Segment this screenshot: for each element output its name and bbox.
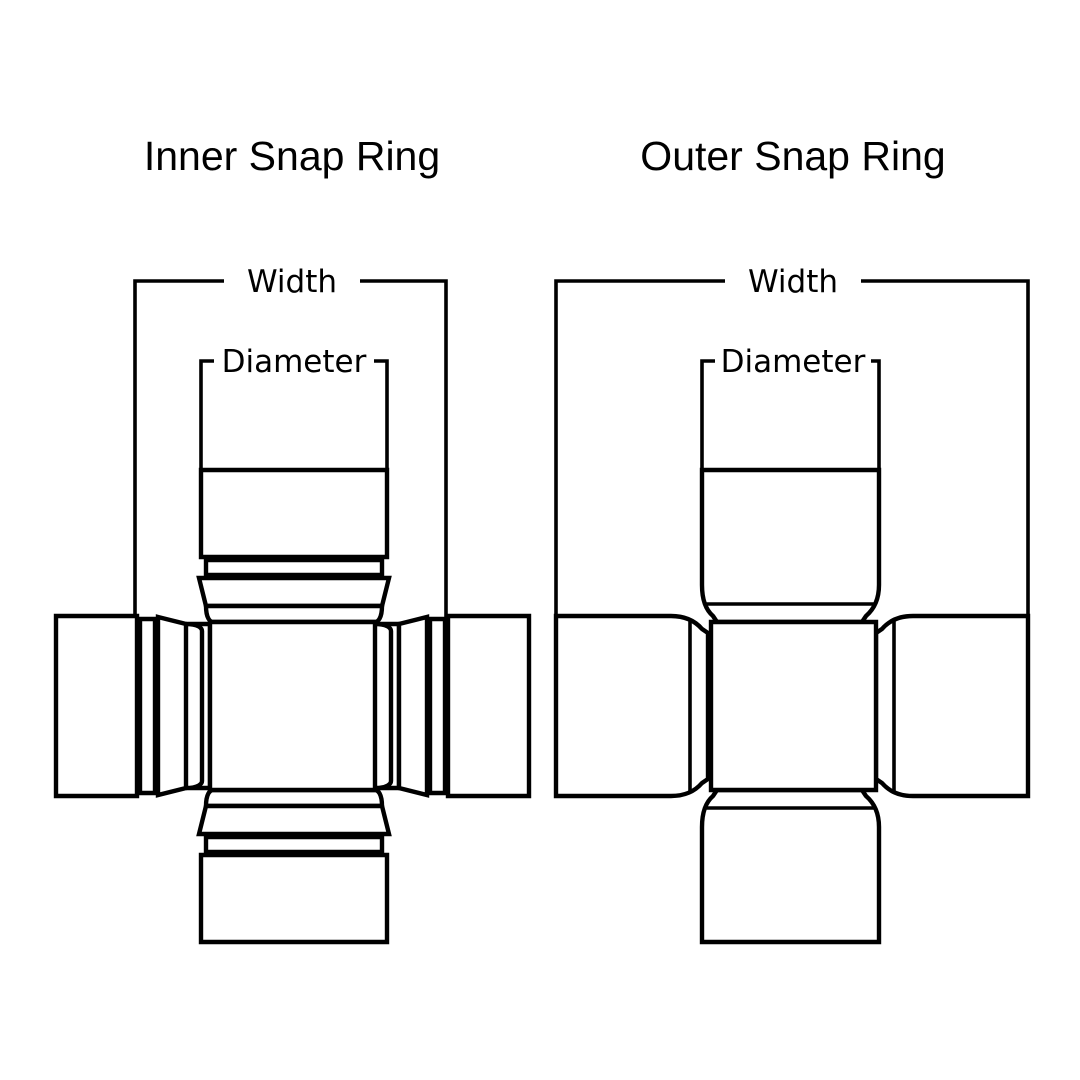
bearing-cap-bottom-inner: [198, 852, 390, 945]
right-arm-outer: [873, 613, 1031, 799]
bottom-arm-outer: [699, 787, 882, 945]
bearing-cap-left-inner: [53, 613, 140, 799]
trunnion-shoulder-bottom-inner: [196, 803, 392, 837]
top-arm-outer: [699, 467, 882, 625]
title-outer-snap-ring: Outer Snap Ring: [640, 133, 945, 179]
left-arm-outer: [553, 613, 711, 799]
snap-ring-groove-top-inner: [203, 557, 385, 578]
trunnion-seat-left-inner: [185, 621, 213, 791]
trunnion-shoulder-right-inner: [396, 614, 430, 798]
snap-ring-groove-right-inner: [427, 616, 448, 796]
title-inner-snap-ring: Inner Snap Ring: [144, 133, 440, 179]
trunnion-shoulder-left-inner: [155, 614, 189, 798]
right-arm-inner: [374, 613, 532, 799]
trunnion-seat-right-inner: [374, 621, 402, 791]
bearing-cap-right-inner: [445, 613, 532, 799]
bottom-arm-inner: [196, 787, 392, 945]
diameter-label-outer: Diameter: [721, 344, 866, 380]
top-arm-inner: [196, 467, 392, 625]
diameter-dimension-outer: Diameter: [700, 344, 881, 470]
trunnion-seat-bottom-inner: [203, 787, 385, 809]
diagram-inner-snap-ring: Inner Snap Ring Width Diameter: [53, 133, 532, 945]
left-arm-inner: [53, 613, 213, 799]
cross-body-outer: [708, 619, 879, 793]
bearing-cap-bottom-outer: [699, 787, 882, 945]
trunnion-shoulder-top-inner: [196, 575, 392, 609]
snap-ring-groove-left-inner: [137, 616, 158, 796]
trunnion-seat-top-inner: [203, 603, 385, 625]
bearing-cap-top-outer: [699, 467, 882, 625]
bearing-cap-left-outer: [553, 613, 711, 799]
cross-body-inner: [207, 619, 378, 793]
bearing-cap-top-inner: [198, 467, 390, 560]
width-label-inner: Width: [247, 264, 337, 300]
bearing-cap-right-outer: [873, 613, 1031, 799]
diameter-dimension-inner: Diameter: [199, 344, 389, 470]
diameter-label-inner: Diameter: [222, 344, 367, 380]
width-label-outer: Width: [748, 264, 838, 300]
width-dimension-inner: Width: [133, 264, 448, 617]
diagram-outer-snap-ring: Outer Snap Ring Width Diameter: [553, 133, 1031, 945]
snap-ring-groove-bottom-inner: [203, 834, 385, 855]
width-dimension-outer: Width: [554, 264, 1030, 617]
